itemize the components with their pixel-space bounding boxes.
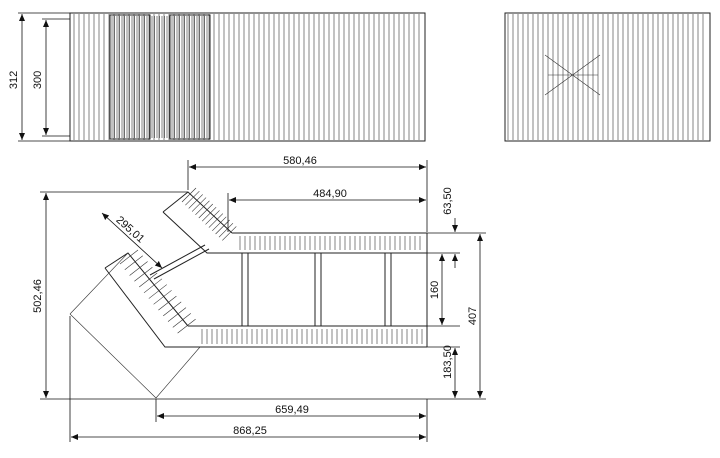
plan-rung-upper-diag	[191, 197, 207, 212]
dim-diagonal-length	[101, 212, 163, 269]
plan-cross-member-diag	[153, 248, 210, 280]
plan-rung-upper-diag	[185, 190, 200, 206]
dim-text-overall-width: 407	[467, 307, 479, 325]
dim-text-overall-length: 868,25	[233, 425, 267, 437]
dim-front-outer	[18, 12, 70, 142]
plan-rung-upper-diag	[222, 226, 237, 241]
plan-rung-lower-diag	[158, 295, 177, 311]
dim-top-straight-length	[227, 193, 426, 232]
dim-text-end-gap-bottom: 183,50	[442, 345, 454, 379]
dim-text-end-gap-top: 63,50	[442, 187, 454, 215]
plan-rung-lower-diag	[148, 284, 167, 299]
dim-straight-length	[155, 399, 428, 442]
plan-rung-upper-diag	[218, 222, 234, 238]
plan-rung-upper-diag	[201, 206, 217, 222]
dim-text-total-height: 502,46	[32, 279, 44, 313]
front-view-slats	[73, 14, 420, 140]
dim-end-gap-top	[427, 218, 460, 268]
dim-text-top-straight-length: 484,90	[313, 188, 347, 200]
dim-text-middle-width: 160	[429, 281, 441, 299]
dim-text-top-length: 580,46	[283, 155, 317, 167]
dim-end-gap-bottom	[427, 346, 460, 398]
dim-top-length	[187, 160, 428, 232]
side-view	[504, 12, 711, 142]
plan-rung-upper-diag	[195, 200, 210, 216]
plan-rung-lower-diag	[177, 318, 196, 334]
plan-rung-upper-diag	[205, 210, 220, 225]
plan-rung-upper-diag	[198, 203, 214, 219]
plan-rung-upper-diag	[181, 187, 197, 203]
plan-rung-upper-diag	[212, 216, 227, 232]
plan-rung-lower-diag	[134, 267, 153, 282]
dim-middle-width	[427, 254, 460, 327]
plan-rung-upper-diag	[208, 213, 224, 228]
dim-total-height	[40, 191, 427, 400]
front-view	[69, 12, 426, 142]
plan-cross-member-diag	[149, 244, 206, 276]
plan-rung-lower-diag	[153, 290, 172, 305]
front-view-dense-block-2	[169, 14, 211, 140]
plan-rung-upper-diag	[188, 194, 203, 209]
side-view-cross-mark	[544, 54, 601, 96]
dim-overall-width	[427, 232, 486, 400]
plan-rung-lower-diag	[163, 301, 182, 317]
dim-text-front-inner: 300	[32, 71, 44, 89]
plan-rung-lower-diag	[172, 313, 191, 328]
plan-view-cross-members	[149, 244, 392, 326]
dim-text-diagonal-length: 295,01	[113, 214, 146, 245]
plan-rung-lower-diag	[167, 307, 187, 322]
dim-text-straight-length: 659,49	[275, 404, 309, 416]
plan-rung-lower-diag	[143, 278, 163, 294]
plan-rung-upper-diag	[215, 219, 230, 235]
plan-rung-lower-diag	[139, 272, 158, 288]
plan-view-rungs	[119, 187, 423, 344]
dim-front-inner	[42, 18, 70, 137]
front-view-dense-block	[109, 14, 151, 140]
side-view-slats	[507, 14, 704, 140]
dim-overall-length	[69, 316, 426, 442]
dim-text-front-outer: 312	[8, 71, 20, 89]
